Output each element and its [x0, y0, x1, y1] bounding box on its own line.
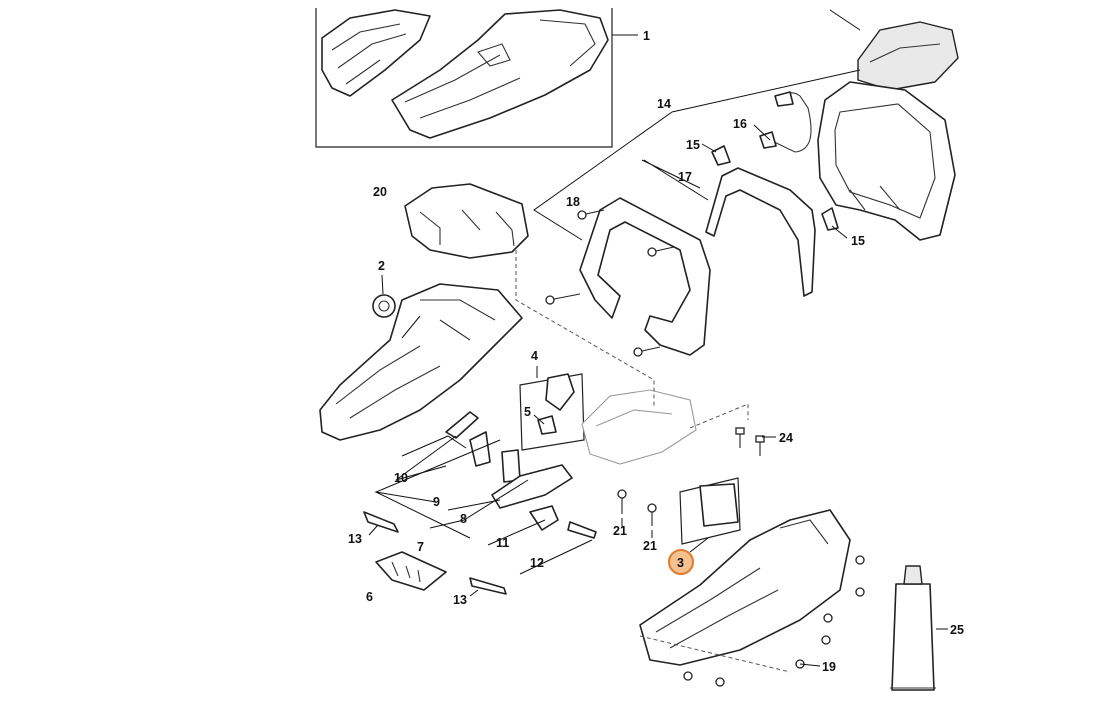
callout-20[interactable]: 20: [373, 185, 387, 199]
callout-11[interactable]: 11: [496, 536, 509, 550]
callout-13-left[interactable]: 13: [348, 532, 362, 546]
leader-lines: [368, 9, 948, 667]
part-15-clip-right[interactable]: [821, 207, 839, 231]
main-housing[interactable]: [319, 283, 523, 441]
part-13-pad-right[interactable]: [469, 577, 507, 595]
callout-16[interactable]: 16: [733, 117, 747, 131]
callout-19[interactable]: 19: [822, 660, 836, 674]
highlight-marker-3: [668, 549, 694, 575]
part-24-screws[interactable]: [735, 427, 765, 456]
part-6-block[interactable]: [375, 551, 447, 591]
callout-13-right[interactable]: 13: [453, 593, 467, 607]
part-13-pad-left[interactable]: [363, 511, 399, 533]
gearbox-housing-ghost[interactable]: [581, 389, 697, 465]
callout-21-right[interactable]: 21: [643, 539, 657, 553]
part-1-housing-inset[interactable]: [315, 8, 613, 148]
callout-15-bottom[interactable]: 15: [851, 234, 865, 248]
callout-24[interactable]: 24: [779, 431, 793, 445]
part-11-lever[interactable]: [529, 505, 559, 531]
callout-15-top[interactable]: 15: [686, 138, 700, 152]
callout-labels: 1 2 3 4 5 6 7 8 9 10 11 12 13 13 14 15 1…: [348, 29, 964, 674]
callout-4[interactable]: 4: [531, 349, 538, 363]
part-14-front-handle[interactable]: [579, 197, 711, 356]
part-19-screws[interactable]: [683, 555, 865, 687]
part-21-screws[interactable]: [617, 489, 657, 526]
part-16-wiring-harness[interactable]: [759, 91, 812, 153]
part-15-clip-left[interactable]: [711, 145, 731, 166]
callout-2[interactable]: 2: [378, 259, 385, 273]
callout-8[interactable]: 8: [460, 512, 467, 526]
callout-5[interactable]: 5: [524, 405, 531, 419]
part-25-grease-tube[interactable]: [890, 565, 936, 691]
part-8-switch-rod[interactable]: [491, 464, 573, 509]
callout-14[interactable]: 14: [657, 97, 671, 111]
part-2-disc[interactable]: [372, 294, 396, 318]
callout-21-left[interactable]: 21: [613, 524, 627, 538]
callout-9[interactable]: 9: [433, 495, 440, 509]
handle-frame[interactable]: [817, 81, 956, 241]
part-12-pin[interactable]: [567, 521, 597, 539]
part-3-insert[interactable]: [699, 483, 739, 527]
callout-10[interactable]: 10: [394, 471, 408, 485]
callout-25[interactable]: 25: [950, 623, 964, 637]
callout-6[interactable]: 6: [366, 590, 373, 604]
callout-7[interactable]: 7: [417, 540, 424, 554]
callout-3[interactable]: 3: [677, 556, 684, 570]
part-9-spring[interactable]: [469, 431, 491, 467]
callout-12[interactable]: 12: [530, 556, 544, 570]
part-18-screws[interactable]: [545, 209, 675, 357]
part-3-lower-housing[interactable]: [639, 509, 851, 666]
part-5-switch-pad[interactable]: [537, 415, 557, 435]
callout-18[interactable]: 18: [566, 195, 580, 209]
part-20-cover[interactable]: [404, 183, 529, 259]
part-10-lever[interactable]: [445, 411, 479, 439]
callout-1[interactable]: 1: [643, 29, 650, 43]
handle-grip-cover[interactable]: [857, 21, 959, 91]
part-17-bail-bar[interactable]: [705, 167, 816, 297]
assembly-guides: [515, 250, 791, 673]
part-4-switch[interactable]: [545, 373, 575, 411]
callout-17[interactable]: 17: [678, 170, 692, 184]
